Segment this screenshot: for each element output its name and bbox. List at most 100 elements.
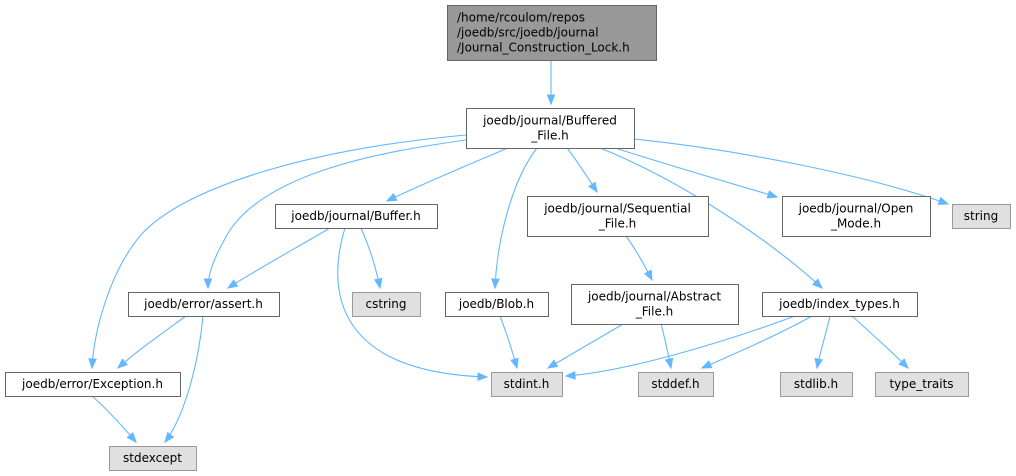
node-box <box>638 372 714 397</box>
edge-abstract-file-to-stdint <box>546 323 624 369</box>
edge-buffered-file-to-string <box>633 138 950 205</box>
edge-arrowhead <box>477 372 489 382</box>
edge-buffered-file-to-blob <box>491 147 538 290</box>
node-label-line: stddef.h <box>651 377 699 391</box>
edge-arrowhead <box>373 277 383 290</box>
node-sequential-file[interactable]: joedb/journal/Sequential_File.h <box>527 196 709 237</box>
node-label-line: /Journal_Construction_Lock.h <box>457 41 630 55</box>
nodes-layer: /home/rcoulom/repos/joedb/src/joedb/jour… <box>5 5 1011 471</box>
edge-index-types-to-stddef <box>700 315 813 369</box>
edge-arrowhead <box>226 279 239 289</box>
edge-arrowhead <box>117 358 128 369</box>
node-box <box>466 108 635 149</box>
edge-sequential-file-to-abstract-file <box>625 235 653 282</box>
node-label-line: joedb/journal/Abstract <box>587 290 721 304</box>
node-assert[interactable]: joedb/error/assert.h <box>128 292 280 317</box>
node-box <box>447 5 657 61</box>
node-box <box>952 204 1011 229</box>
edge-root-to-buffered-file <box>546 60 556 106</box>
edge-arrowhead <box>814 357 824 370</box>
node-stdint: stdint.h <box>491 372 563 397</box>
edge-line <box>207 139 467 289</box>
node-label-line: string <box>964 209 998 223</box>
edge-index-types-to-type-traits <box>851 315 909 369</box>
edge-line <box>494 147 538 289</box>
edge-arrowhead <box>664 357 674 370</box>
edge-arrowhead <box>510 357 519 370</box>
node-exception[interactable]: joedb/error/Exception.h <box>5 372 181 397</box>
edge-assert-to-stdexcept <box>164 315 204 444</box>
edge-buffer-to-stdint <box>337 227 489 382</box>
node-box <box>780 372 853 397</box>
node-box <box>571 284 739 325</box>
node-label-line: _File.h <box>530 129 569 143</box>
node-abstract-file[interactable]: joedb/journal/Abstract_File.h <box>571 284 739 325</box>
edge-buffered-file-to-buffer <box>385 147 509 202</box>
edge-line <box>117 315 187 369</box>
edge-line <box>91 395 137 443</box>
node-box <box>275 204 438 229</box>
node-label-line: joedb/error/assert.h <box>143 297 263 311</box>
edge-arrowhead <box>700 360 713 369</box>
node-box <box>445 292 549 317</box>
edge-line <box>386 147 509 202</box>
edge-line <box>614 147 778 198</box>
edge-index-types-to-stdint <box>564 315 796 380</box>
node-box <box>5 372 181 397</box>
edge-arrowhead <box>588 181 598 194</box>
node-index-types[interactable]: joedb/index_types.h <box>762 292 918 317</box>
edge-line <box>599 147 823 289</box>
node-label-line: _File.h <box>598 217 637 231</box>
node-label-line: joedb/journal/Open <box>798 202 914 216</box>
edge-blob-to-stdint <box>499 315 519 370</box>
node-string: string <box>952 204 1011 229</box>
node-box <box>109 446 197 471</box>
edge-arrowhead <box>88 358 97 370</box>
node-buffer[interactable]: joedb/journal/Buffer.h <box>275 204 438 229</box>
edge-line <box>337 227 488 378</box>
edge-arrowhead <box>385 192 398 202</box>
edge-line <box>633 138 949 205</box>
node-label-line: /joedb/src/joedb/journal <box>457 26 599 40</box>
node-label-line: joedb/error/Exception.h <box>21 377 163 391</box>
node-label-line: joedb/Blob.h <box>458 297 534 311</box>
node-label-line: _Mode.h <box>830 217 881 231</box>
edge-arrowhead <box>812 278 823 289</box>
node-box <box>762 292 918 317</box>
edge-buffer-to-cstring <box>360 227 383 290</box>
node-box <box>527 196 709 237</box>
node-label-line: stdint.h <box>504 377 550 391</box>
edge-arrowhead <box>164 431 175 444</box>
node-label-line: stdexcept <box>123 451 182 465</box>
edges-layer <box>88 60 950 444</box>
node-label-line: stdlib.h <box>794 377 838 391</box>
node-label-line: joedb/index_types.h <box>778 297 900 311</box>
edge-buffered-file-to-sequential-file <box>566 147 598 194</box>
edge-index-types-to-stdlib <box>814 315 831 370</box>
edge-arrowhead <box>546 359 559 369</box>
edge-buffered-file-to-open-mode <box>614 147 779 199</box>
edge-buffered-file-to-exception <box>88 134 467 370</box>
edge-arrowhead <box>937 196 950 205</box>
edge-arrowhead <box>766 190 779 199</box>
node-label-line: joedb/journal/Sequential <box>543 202 691 216</box>
edge-arrowhead <box>126 431 137 444</box>
node-label-line: cstring <box>365 297 406 311</box>
node-buffered-file[interactable]: joedb/journal/Buffered_File.h <box>466 108 635 149</box>
node-blob[interactable]: joedb/Blob.h <box>445 292 549 317</box>
node-label-line: _File.h <box>635 305 674 319</box>
edge-line <box>565 315 796 377</box>
edge-assert-to-exception <box>117 315 187 369</box>
edge-line <box>91 134 467 369</box>
edge-arrowhead <box>546 94 556 106</box>
node-open-mode[interactable]: joedb/journal/Open_Mode.h <box>782 196 931 237</box>
edge-abstract-file-to-stddef <box>660 323 674 370</box>
node-stdlib: stdlib.h <box>780 372 853 397</box>
edge-arrowhead <box>898 358 909 369</box>
edge-buffered-file-to-index-types <box>599 147 823 289</box>
edge-buffer-to-assert <box>226 227 331 289</box>
node-stdexcept: stdexcept <box>109 446 197 471</box>
edge-line <box>851 315 909 369</box>
node-label-line: type_traits <box>889 377 953 391</box>
